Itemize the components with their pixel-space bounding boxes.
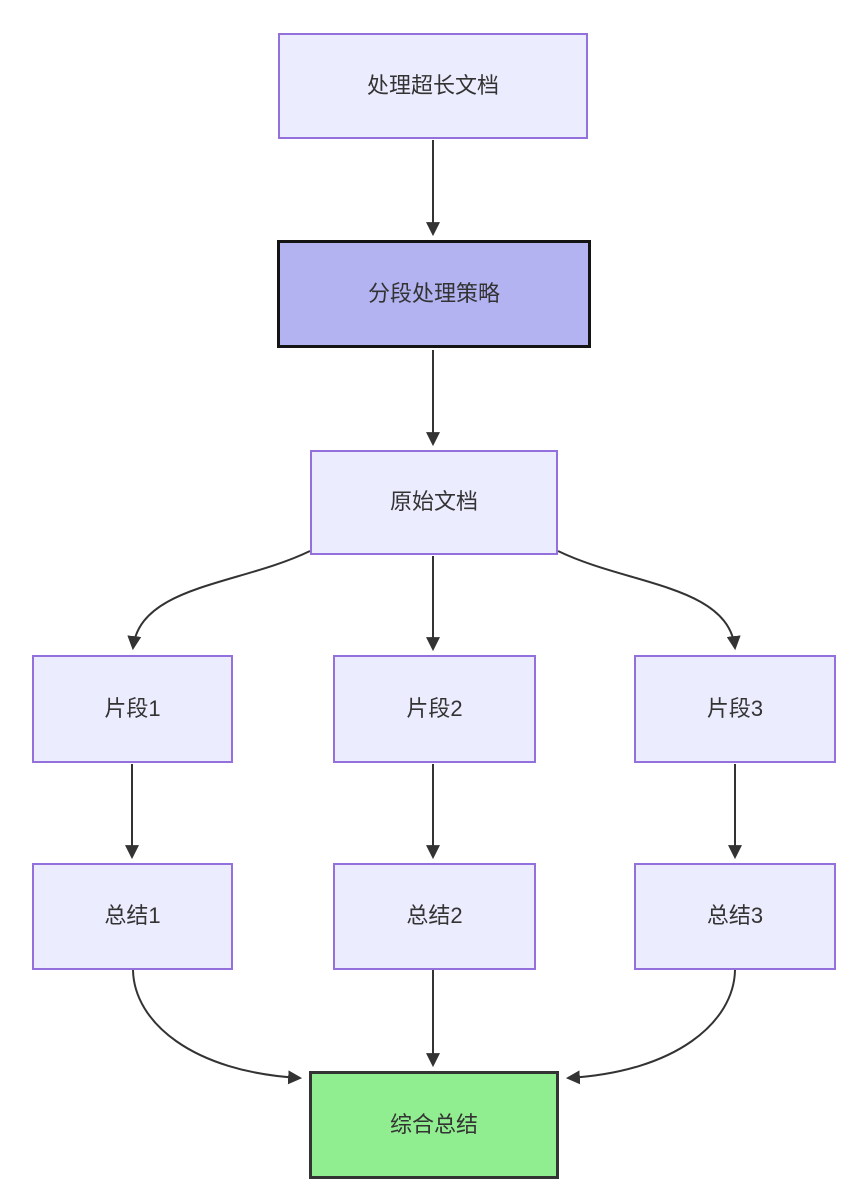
- node-fragment-3-label: 片段3: [706, 695, 764, 721]
- node-final-summary-label: 综合总结: [389, 1111, 478, 1137]
- node-task-label: 处理超长文档: [366, 72, 499, 98]
- node-summary-2: 总结2: [333, 863, 536, 970]
- edge-source-fragment1: [127, 550, 311, 651]
- edge-summary1-final: [132, 969, 303, 1085]
- edge-summary3-final: [565, 969, 736, 1085]
- node-fragment-2: 片段2: [333, 655, 536, 763]
- node-summary-3: 总结3: [634, 863, 836, 970]
- node-summary-3-label: 总结3: [706, 903, 764, 929]
- node-strategy-label: 分段处理策略: [367, 280, 500, 306]
- node-task: 处理超长文档: [278, 33, 588, 139]
- node-fragment-2-label: 片段2: [406, 695, 463, 721]
- node-summary-2-label: 总结2: [406, 903, 463, 929]
- node-fragment-1: 片段1: [32, 655, 233, 763]
- node-source-doc: 原始文档: [310, 450, 558, 555]
- node-final-summary: 综合总结: [309, 1071, 559, 1179]
- node-summary-1-label: 总结1: [104, 903, 161, 929]
- node-fragment-3: 片段3: [634, 655, 836, 763]
- node-strategy: 分段处理策略: [277, 240, 591, 348]
- node-fragment-1-label: 片段1: [104, 695, 161, 721]
- node-source-doc-label: 原始文档: [389, 489, 478, 515]
- node-summary-1: 总结1: [32, 863, 233, 970]
- edge-source-fragment3: [557, 550, 741, 651]
